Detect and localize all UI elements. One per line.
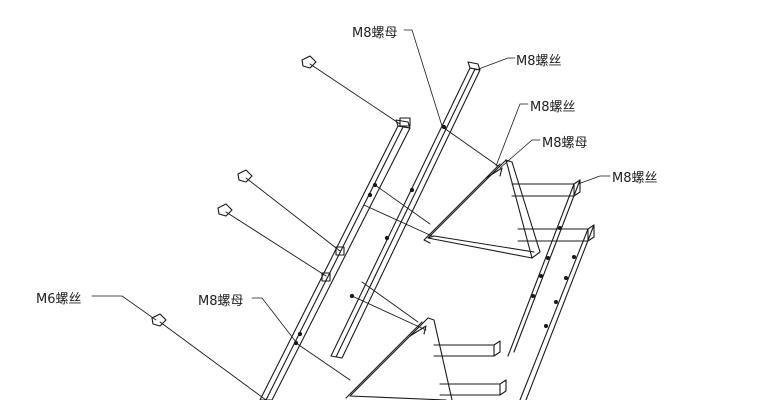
assembly-paths — [159, 63, 499, 400]
bolts — [151, 55, 317, 327]
lower-triangle-bracket — [345, 317, 453, 400]
frame-holes — [530, 225, 577, 329]
upper-triangle-bracket — [423, 159, 541, 259]
label-m6-screw: M6螺丝 — [36, 292, 82, 307]
label-m8-nut-mid: M8螺母 — [542, 136, 588, 151]
label-m8-screw-top: M8螺丝 — [516, 54, 562, 69]
left-rail — [259, 119, 411, 400]
leader-lines — [91, 29, 611, 343]
label-m8-screw-mid: M8螺丝 — [530, 100, 576, 115]
label-m8-nut-top: M8螺母 — [352, 26, 398, 41]
label-m8-nut-bottom: M8螺母 — [198, 294, 244, 309]
frame-bars — [433, 179, 595, 400]
label-m8-screw-right: M8螺丝 — [612, 171, 658, 186]
left-rail-brackets — [321, 117, 411, 282]
